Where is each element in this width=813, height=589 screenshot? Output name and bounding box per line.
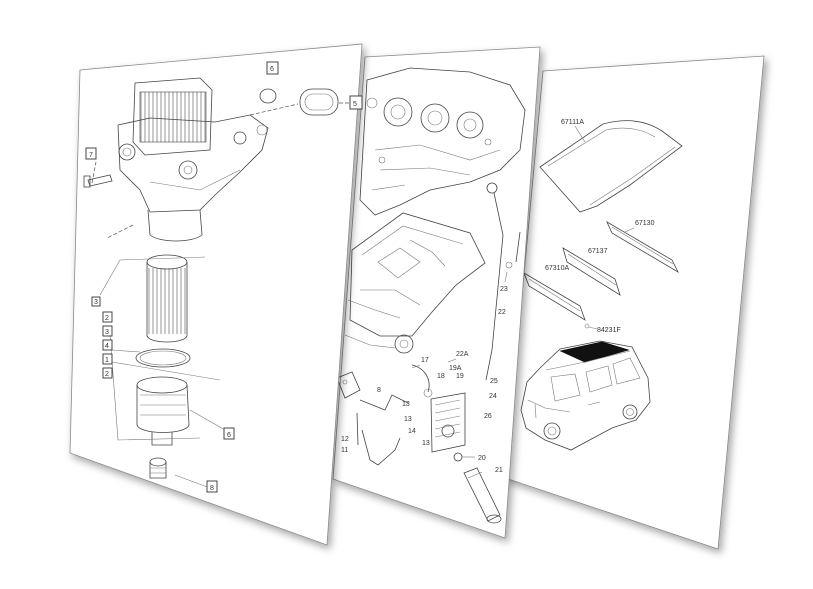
label-19A: 19A: [449, 365, 462, 372]
callout-3a: 3: [94, 299, 98, 306]
dipstick-drawing: [485, 182, 521, 381]
label-13a: 13: [402, 401, 410, 408]
oil-cooler-housing-drawing: [117, 77, 269, 242]
label-22: 22: [498, 309, 506, 316]
drain-plug-drawing: [149, 457, 167, 479]
sheet-body-roof: 67111A 67130 67137 67310A 84231F: [504, 55, 765, 550]
callout-8: 8: [210, 485, 214, 492]
oil-cooler-drawing: [336, 364, 466, 466]
roof-panel-drawing: [539, 120, 683, 213]
label-24: 24: [489, 393, 497, 400]
callout-5: 5: [353, 101, 357, 108]
callout-6-top: 6: [270, 66, 274, 73]
callout-2a: 2: [105, 315, 109, 322]
label-19: 19: [456, 373, 464, 380]
bolt-drawing: [83, 174, 113, 188]
label-13b: 13: [404, 416, 412, 423]
label-20: 20: [478, 455, 486, 462]
label-67310A: 67310A: [545, 265, 569, 272]
label-25: 25: [490, 378, 498, 385]
roof-rails-drawing: [523, 221, 679, 330]
callout-7: 7: [89, 152, 93, 159]
label-11: 11: [341, 447, 348, 454]
label-67137: 67137: [588, 248, 608, 255]
callout-2b: 2: [105, 371, 109, 378]
label-13c: 13: [422, 440, 430, 447]
label-84231F: 84231F: [597, 327, 621, 334]
label-26: 26: [484, 413, 492, 420]
label-22A: 22A: [456, 351, 469, 358]
sheet-oil-filter-housing: 6 5 7 3 2 3 4 1 2 6 8: [69, 43, 363, 546]
callout-4: 4: [105, 343, 109, 350]
filter-element-drawing: [146, 254, 188, 343]
car-drawing: [520, 340, 651, 451]
callout-6-bottom: 6: [227, 432, 231, 439]
callout-3b: 3: [105, 329, 109, 336]
gasket-drawing: [299, 88, 339, 116]
sheet-engine-oil-pan: 23 22 22A 17 18 19A 19 25 24 26 8 13 13 …: [332, 46, 541, 539]
label-67130: 67130: [635, 220, 655, 227]
callout-1: 1: [105, 357, 109, 364]
label-12: 12: [341, 436, 349, 443]
label-21: 21: [495, 467, 503, 474]
label-18: 18: [437, 373, 445, 380]
seal-ring-drawing: [259, 88, 277, 104]
label-14: 14: [408, 428, 416, 435]
label-23: 23: [500, 286, 508, 293]
label-8: 8: [377, 387, 381, 394]
oil-pan-drawing: [344, 212, 486, 354]
label-17: 17: [421, 357, 429, 364]
label-67111A: 67111A: [561, 119, 584, 126]
oring-drawing: [135, 348, 191, 368]
engine-block-drawing: [359, 67, 526, 216]
